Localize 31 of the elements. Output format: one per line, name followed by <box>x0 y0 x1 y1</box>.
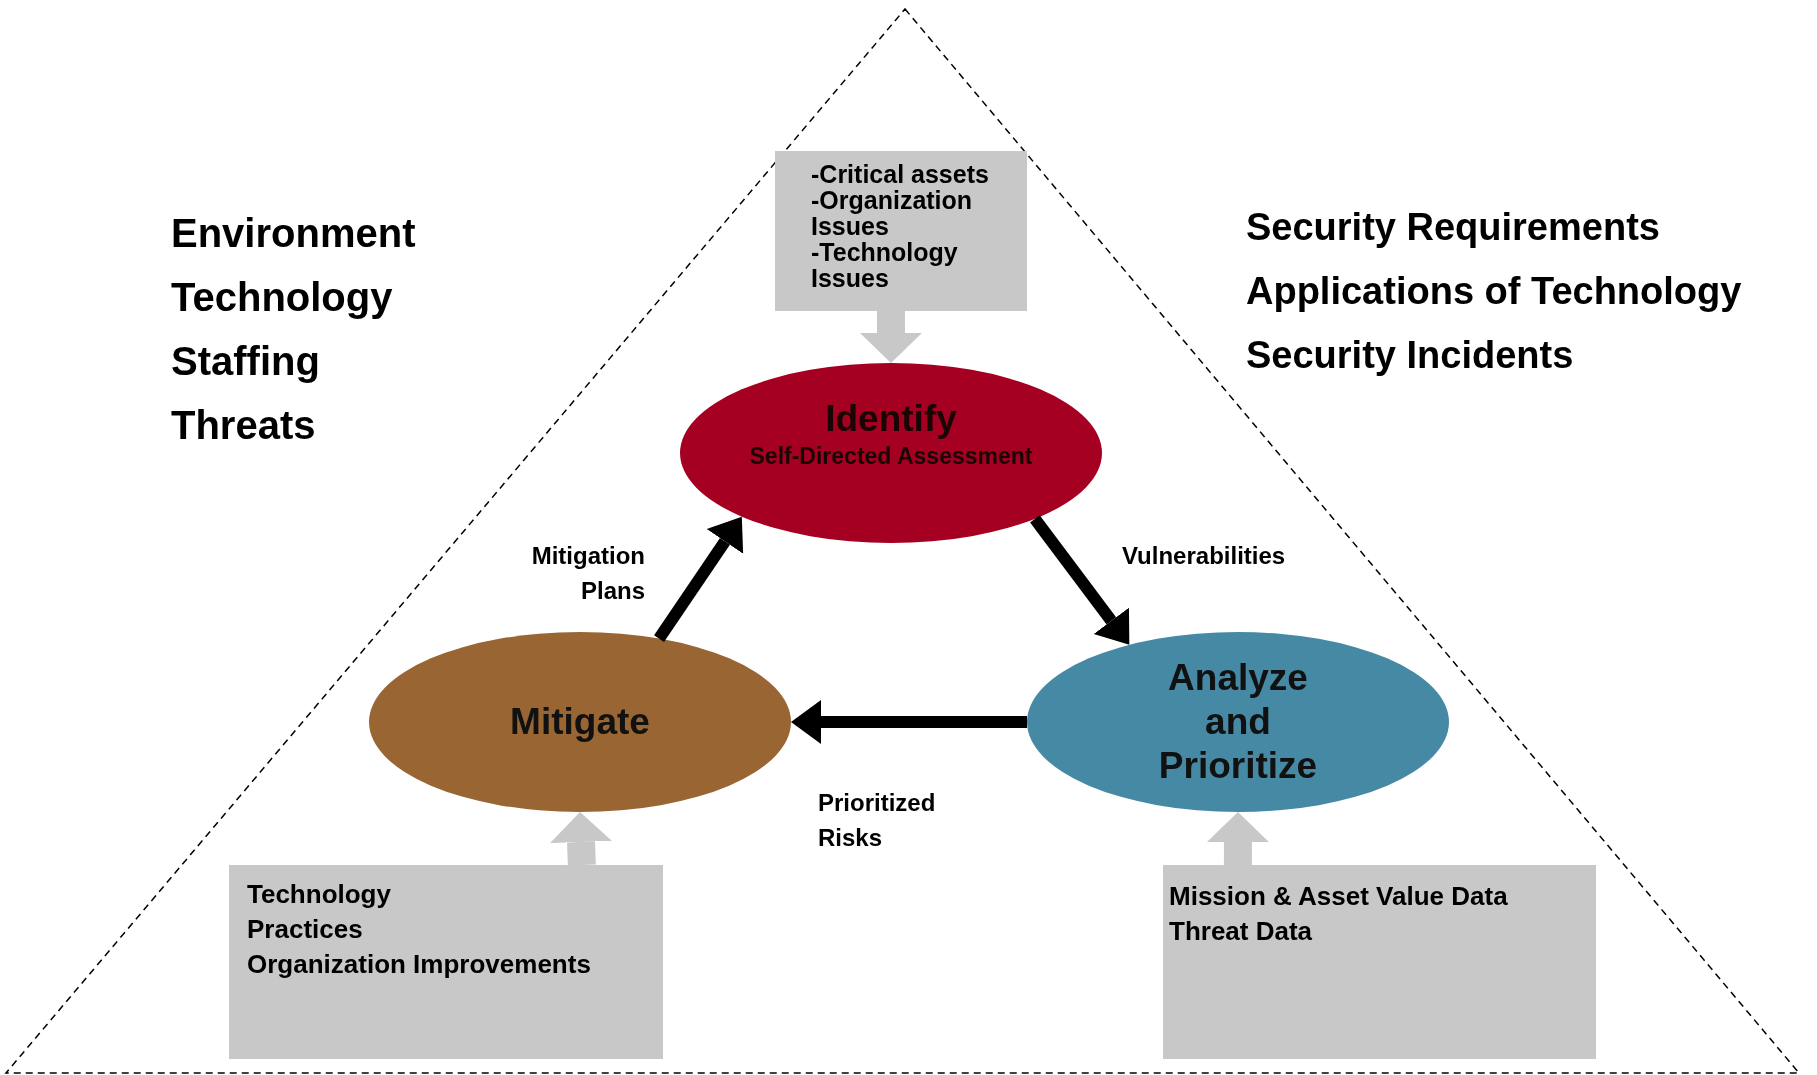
factor-text: Threats <box>171 402 317 448</box>
box-text: Organization Improvements <box>247 948 591 981</box>
node-title: Mitigate <box>509 700 651 744</box>
block-arrow <box>1206 812 1269 865</box>
box-text: Threat Data <box>1169 915 1313 948</box>
arrow <box>1030 515 1130 645</box>
box-text: -Technology Issues <box>811 239 959 291</box>
factor-text: Security Incidents <box>1246 333 1575 378</box>
box-text: -Organization Issues <box>811 187 974 239</box>
block-arrow <box>859 311 922 363</box>
arrow <box>791 700 1027 744</box>
block-arrow <box>550 812 612 866</box>
input-box <box>1163 865 1596 1059</box>
box-text: Technology <box>247 878 391 911</box>
factor-text: Applications of Technology <box>1246 269 1742 314</box>
factor-text: Environment <box>171 210 416 256</box>
node-subtitle: Self-Directed Assessment <box>749 441 1033 471</box>
node-title: Identify <box>825 396 957 441</box>
node-title: Analyze and Prioritize <box>1157 656 1319 788</box>
input-box <box>229 865 663 1059</box>
input-box <box>775 151 1027 311</box>
factor-text: Security Requirements <box>1246 205 1661 250</box>
arrow <box>654 516 744 642</box>
edge-label: Prioritized Risks <box>818 788 937 853</box>
edge-label: Vulnerabilities <box>1122 541 1286 571</box>
factor-text: Staffing <box>171 338 321 384</box>
edge-label: Mitigation Plans <box>530 541 645 606</box>
box-text: Practices <box>247 913 363 946</box>
box-text: Mission & Asset Value Data <box>1169 880 1508 913</box>
factor-text: Technology <box>171 274 394 320</box>
box-text: -Critical assets <box>811 161 989 187</box>
